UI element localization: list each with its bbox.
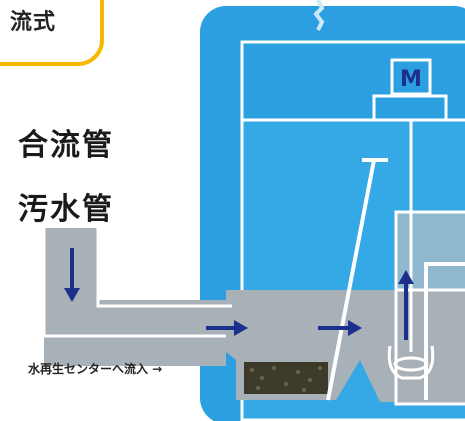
inflow-pipe-outline-top [96,228,232,308]
bar-screen [326,159,376,401]
inflow-pipe [44,228,226,366]
impeller [393,356,429,372]
inflow-pipe-outline [42,228,226,338]
downflow-arrowhead [64,288,80,302]
pump-casing [387,345,435,380]
sediment-speckle [250,366,322,392]
system-type-label: 流式 [10,10,57,35]
discharge-pipe [424,262,465,400]
power-cable-icon [313,0,325,31]
motor-mount [372,94,448,122]
combined-sewer-label: 合流管 [18,128,114,163]
flow-arrowhead-2 [348,320,362,336]
flow-arrowhead-1 [234,320,248,336]
sanitary-sewer-label: 汚水管 [18,192,114,227]
outflow-note: 水再生センターへ流入 → [28,362,163,376]
upflow-arrowhead [398,270,414,284]
motor-letter: M [400,67,422,92]
system-type-tag: 流式 [0,0,104,66]
motor-box [390,58,432,96]
